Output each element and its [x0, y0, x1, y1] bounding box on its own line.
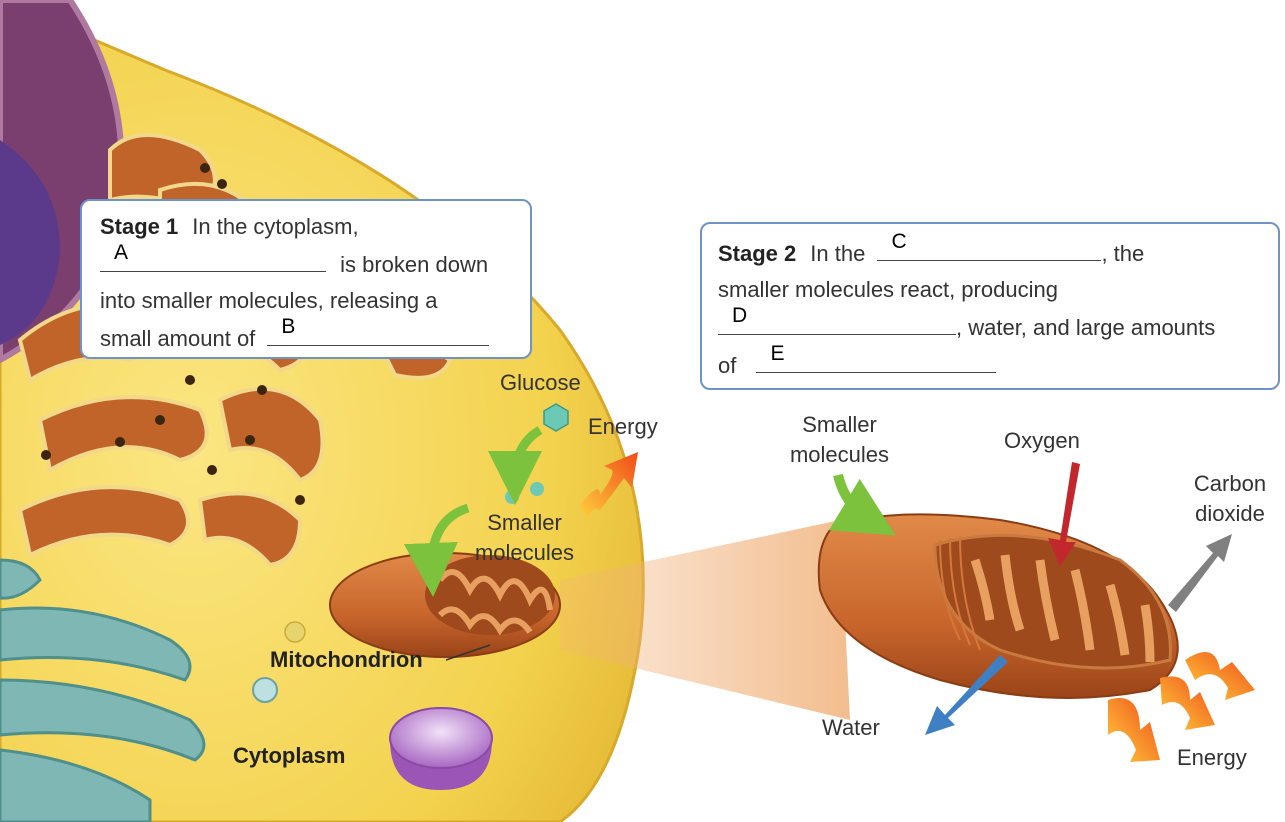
blank-a[interactable]: A [100, 241, 326, 272]
blank-c[interactable]: C [877, 230, 1102, 261]
stage1-title: Stage 1 [100, 214, 179, 239]
molecule-icon [530, 482, 544, 496]
small-mitochondrion [329, 552, 561, 658]
stage1-box: Stage 1 In the cytoplasm, A is broken dow… [80, 199, 532, 359]
stage2-text: of [718, 353, 737, 378]
stage1-line-3: into smaller molecules, releasing a [100, 288, 438, 313]
ribosomes [41, 163, 305, 505]
magnify-beam [560, 520, 850, 720]
stage1-text: is broken down [340, 252, 489, 277]
glucose-icon [543, 403, 569, 432]
stage1-text: In the cytoplasm, [192, 214, 359, 239]
green-arrow-glucose [488, 426, 543, 505]
label-line: dioxide [1195, 501, 1265, 526]
label-mitochondrion: Mitochondrion [270, 647, 423, 672]
blank-d-letter: D [732, 304, 748, 327]
label-smaller-molecules-stage2: Smaller molecules [777, 410, 902, 470]
stage2-line-2: smaller molecules react, producing [718, 277, 1058, 302]
label-line: Smaller [802, 412, 877, 437]
stage2-text: , water, and large amounts [956, 315, 1216, 340]
stage1-line-1: Stage 1 In the cytoplasm, [100, 209, 512, 245]
label-line: molecules [474, 540, 575, 565]
green-arrow-to-mitochondrion [403, 503, 470, 597]
stage2-line-4: of E [718, 342, 1262, 384]
blank-c-letter: C [891, 230, 907, 253]
label-carbon-dioxide: Carbon dioxide [1180, 469, 1280, 529]
large-mitochondrion [817, 513, 1179, 699]
stage2-line-3: D , water, and large amounts [718, 304, 1262, 346]
stage2-box: Stage 2 In the C , the smaller molecules r… [700, 222, 1280, 390]
stage1-line-4: small amount of B [100, 315, 512, 357]
blank-b-letter: B [281, 315, 296, 338]
blank-a-letter: A [114, 241, 129, 264]
stage2-text: , the [1101, 241, 1145, 266]
stage1-line-2: A is broken down [100, 241, 512, 283]
stage2-line-1: Stage 2 In the C , the [718, 230, 1262, 272]
energy-flames [1108, 652, 1255, 762]
label-energy-stage1: Energy [588, 414, 658, 439]
label-line: molecules [789, 442, 890, 467]
carbon-dioxide-arrow [1168, 534, 1232, 612]
label-line: Carbon [1193, 471, 1267, 496]
stage2-text: In the [810, 241, 866, 266]
stage1-text: small amount of [100, 326, 256, 351]
blank-e-letter: E [770, 342, 785, 365]
stage2-title: Stage 2 [718, 241, 797, 266]
label-water: Water [822, 715, 880, 740]
golgi-apparatus [0, 558, 206, 822]
water-arrow [925, 655, 1008, 735]
blank-e[interactable]: E [756, 342, 997, 373]
label-line: Smaller [487, 510, 562, 535]
label-cytoplasm: Cytoplasm [233, 743, 346, 768]
oxygen-arrow [1048, 462, 1080, 566]
blank-d[interactable]: D [718, 304, 956, 335]
label-energy-stage2: Energy [1177, 745, 1247, 770]
label-oxygen: Oxygen [1004, 428, 1080, 453]
vesicle [252, 677, 278, 703]
mitochondrion-leader [445, 644, 491, 661]
label-glucose: Glucose [500, 370, 581, 395]
energy-icon [580, 452, 638, 520]
blank-b[interactable]: B [267, 315, 490, 346]
molecule-icon [505, 490, 519, 504]
vacuole [389, 707, 493, 790]
vesicle [284, 621, 306, 643]
green-arrow-smaller-molecules [828, 473, 896, 536]
label-smaller-molecules-stage1: Smaller molecules [462, 508, 587, 568]
